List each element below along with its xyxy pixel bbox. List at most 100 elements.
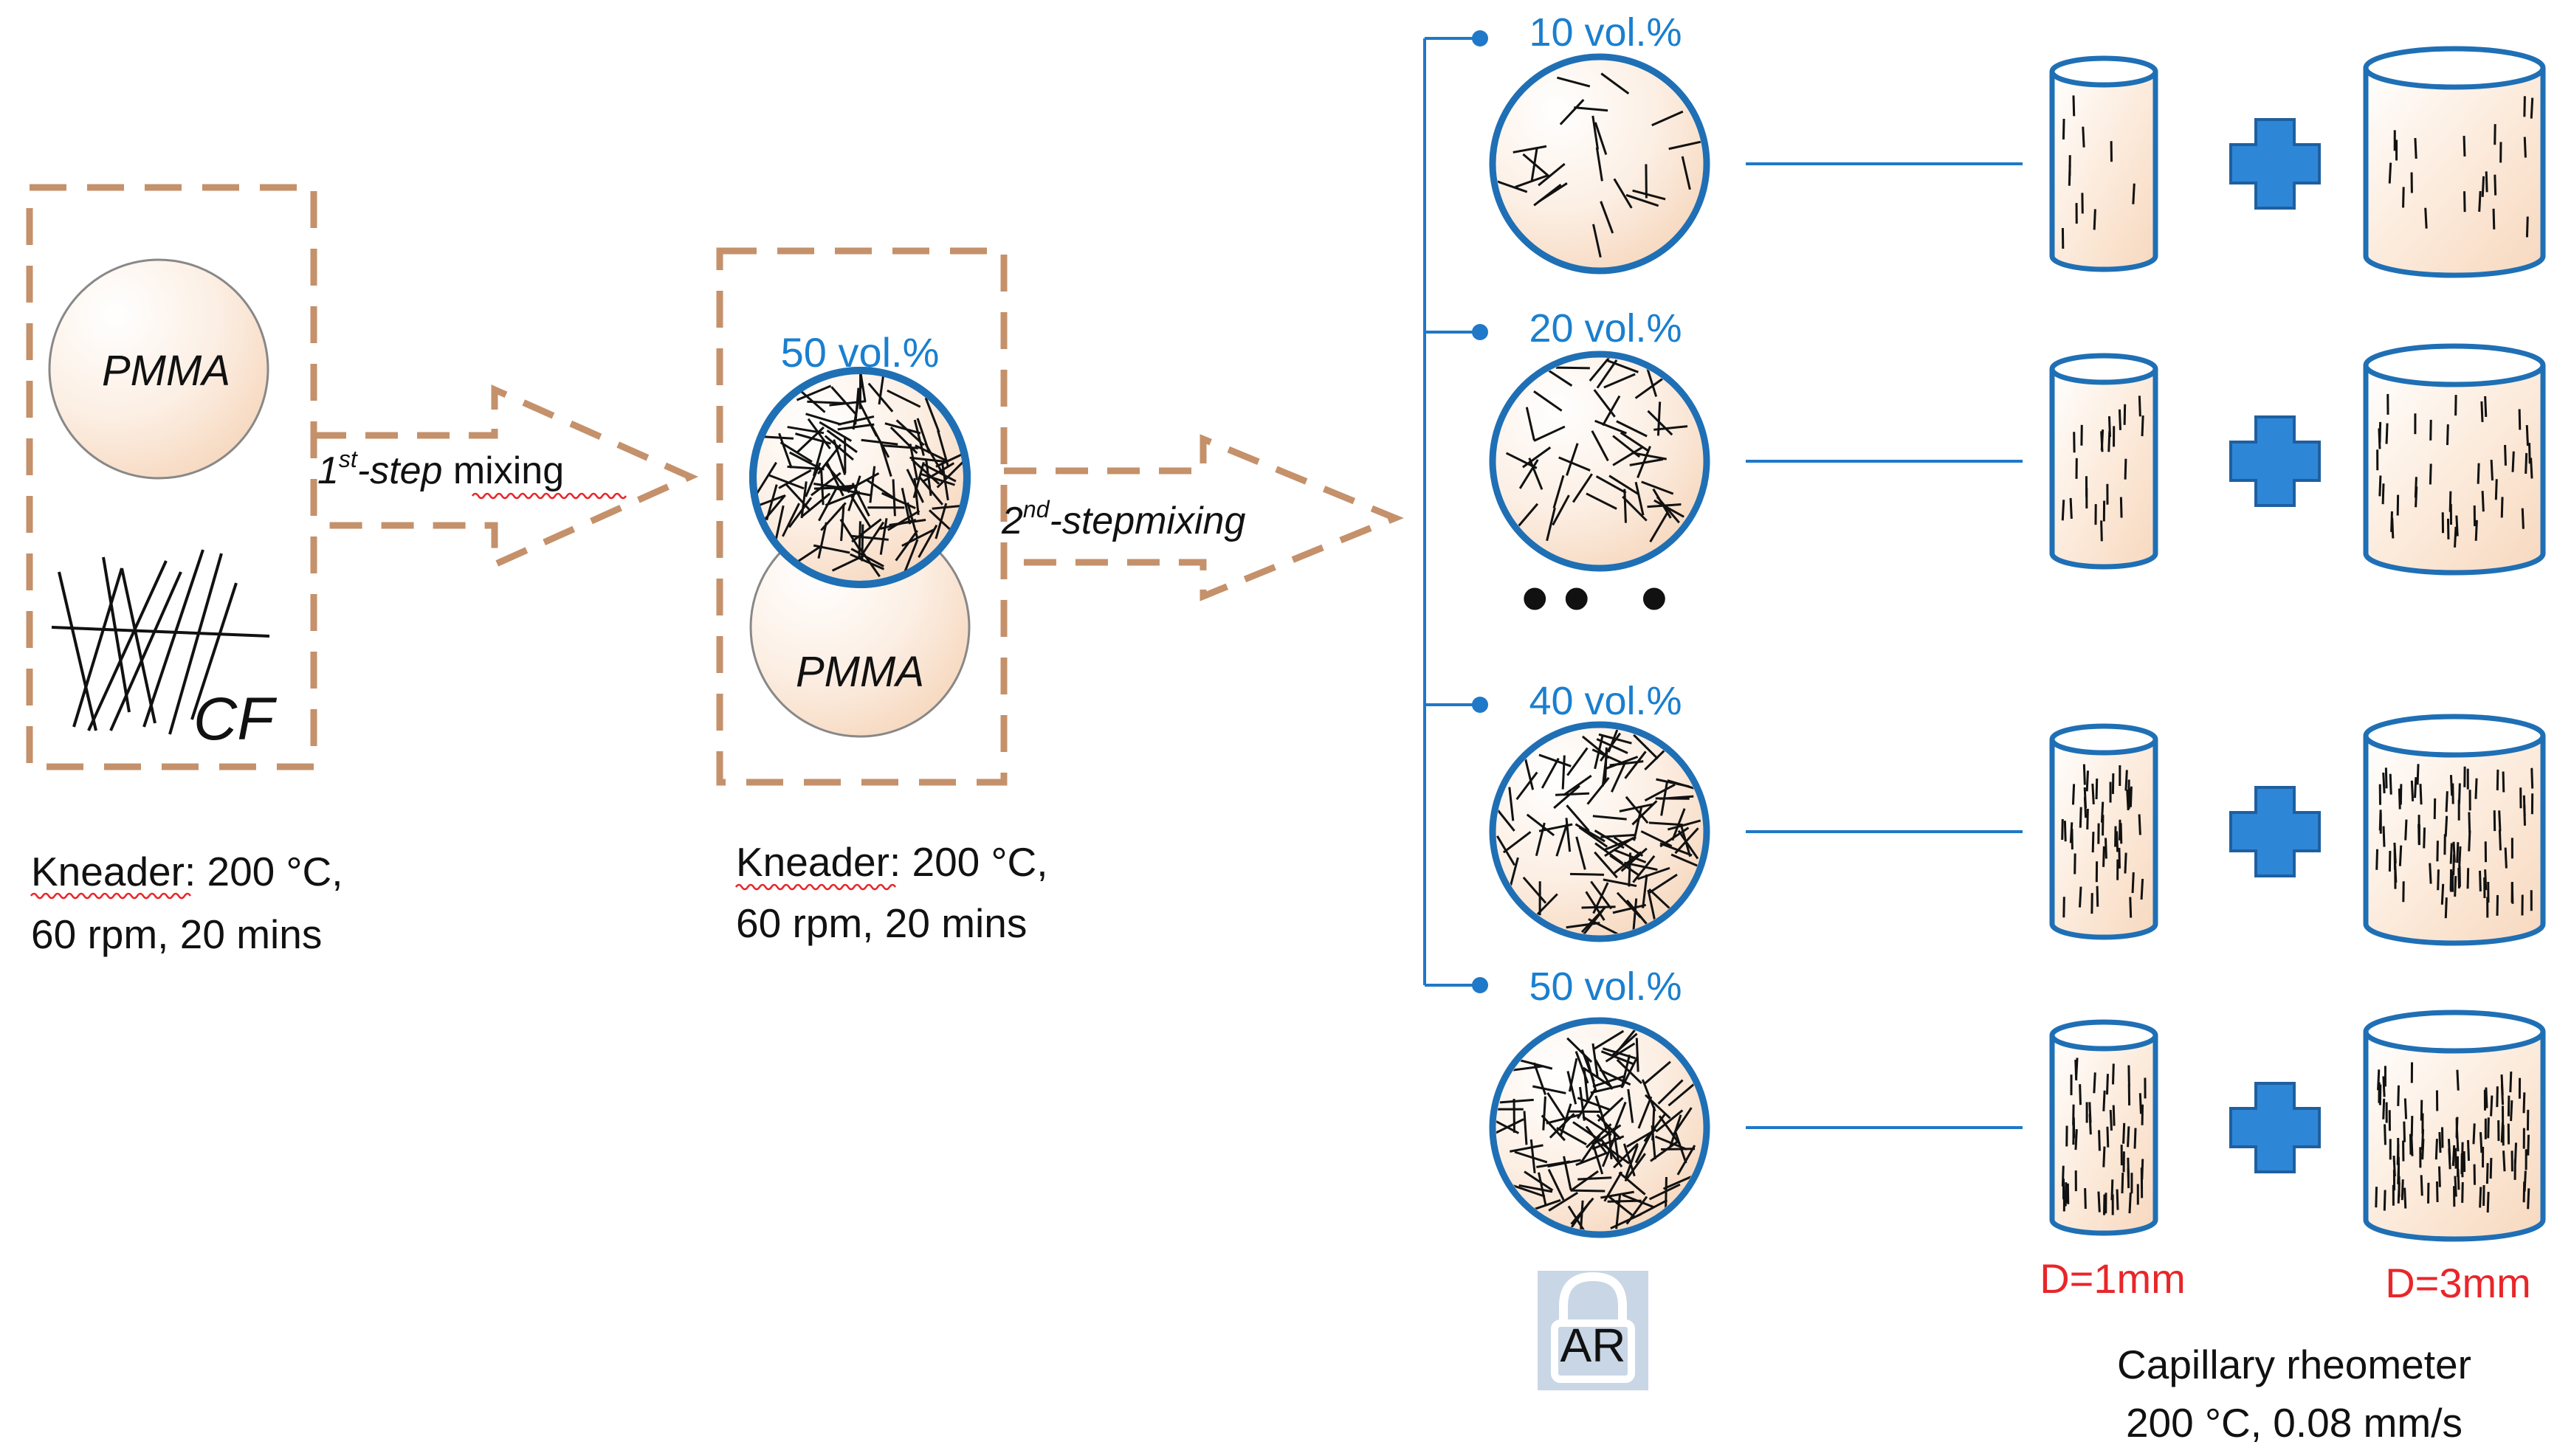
fiber [1601,1134,1617,1167]
fiber [2102,846,2105,867]
fiber [854,387,860,425]
fiber [788,497,813,528]
fiber [1635,1038,1639,1072]
fiber [1626,1128,1657,1148]
fiber [2479,870,2482,891]
fiber [2093,209,2096,230]
fiber [2485,1087,2488,1108]
fiber [2102,1146,2106,1167]
fiber [1624,751,1647,779]
rheometer-conditions: 200 °C, 0.08 mm/s [2126,1400,2463,1446]
fiber [1555,823,1569,857]
fiber [2075,1058,2079,1079]
fiber [1546,1092,1567,1122]
fiber [1512,145,1547,153]
fiber [1532,1085,1566,1094]
carbon-fiber-bundle [51,549,270,735]
fiber [2419,784,2423,805]
die-large-cylinder [2363,343,2546,576]
fiber [924,442,945,476]
fiber [805,413,842,426]
fiber [1608,1195,1637,1219]
fiber [2121,1173,2124,1194]
aligned-fibers [2375,1062,2530,1213]
fiber [1595,475,1627,494]
fiber [884,422,921,435]
fiber [1533,425,1566,442]
fiber [1549,1113,1575,1139]
fiber [2481,491,2485,512]
fiber [1594,1029,1625,1050]
fiber [879,517,888,555]
fiber [1625,193,1659,207]
fiber [924,397,940,433]
fiber [857,545,881,578]
fiber [819,421,853,442]
fiber [1656,778,1690,788]
fiber [1499,1098,1534,1104]
fiber [839,518,861,551]
fiber [1565,818,1572,852]
concentration-label: 40 vol.% [1529,679,1682,723]
fiber [1600,833,1635,838]
fiber [2391,517,2395,539]
fiber [796,384,832,401]
fiber [901,487,912,525]
fiber [2457,867,2460,889]
fiber [1558,456,1591,472]
fiber [1546,1114,1580,1125]
fiber [2384,1124,2386,1145]
granule-fibers [1496,1024,1696,1231]
fiber [2477,463,2480,484]
fiber [1609,855,1639,876]
fiber [1671,1107,1693,1137]
fiber [1592,1074,1626,1088]
fiber [2530,97,2534,119]
fiber [2530,767,2534,789]
fiber [936,460,965,489]
fiber [1632,189,1666,201]
fiber [1633,807,1642,841]
fiber [2454,1176,2457,1197]
fiber [1572,473,1593,503]
fiber [1603,373,1636,389]
fiber [805,462,822,497]
fiber [1597,1097,1624,1122]
fiber [2118,409,2121,430]
step2-arrow-italic: -stepmixing [1050,500,1246,542]
die-large-cylinder [2363,1010,2546,1242]
aligned-fibers [2375,764,2534,919]
fiber [833,487,871,497]
fiber [1602,1047,1636,1060]
fiber [2123,404,2127,425]
fiber [2467,1139,2471,1161]
concentration-label: 50 vol.% [1529,965,1682,1009]
fiber [2127,1126,2130,1148]
fiber [1582,1115,1612,1136]
fiber [2468,830,2471,852]
fiber [1532,893,1558,920]
pmma-label-step2: PMMA [796,648,924,696]
fiber [1637,866,1670,880]
fiber [895,530,918,562]
fiber [909,456,947,463]
fiber [1553,784,1580,810]
fiber [1603,1171,1623,1202]
step1-conditions-line1: Kneader: 200 °C, [31,849,343,894]
fiber [1659,842,1693,857]
fiber [2375,849,2379,870]
fiber [1577,1097,1610,1111]
fiber [1594,851,1618,879]
fiber [1649,511,1669,543]
fiber [2521,508,2525,529]
fiber [1665,1176,1668,1212]
fiber [1533,390,1563,412]
fiber [1681,156,1691,190]
step2-conditions-line1: Kneader: 200 °C, [736,839,1048,885]
fiber [2116,831,2119,852]
fiber [2474,520,2478,541]
fiber [2414,137,2417,159]
fiber [2118,847,2121,869]
fiber [778,469,812,489]
